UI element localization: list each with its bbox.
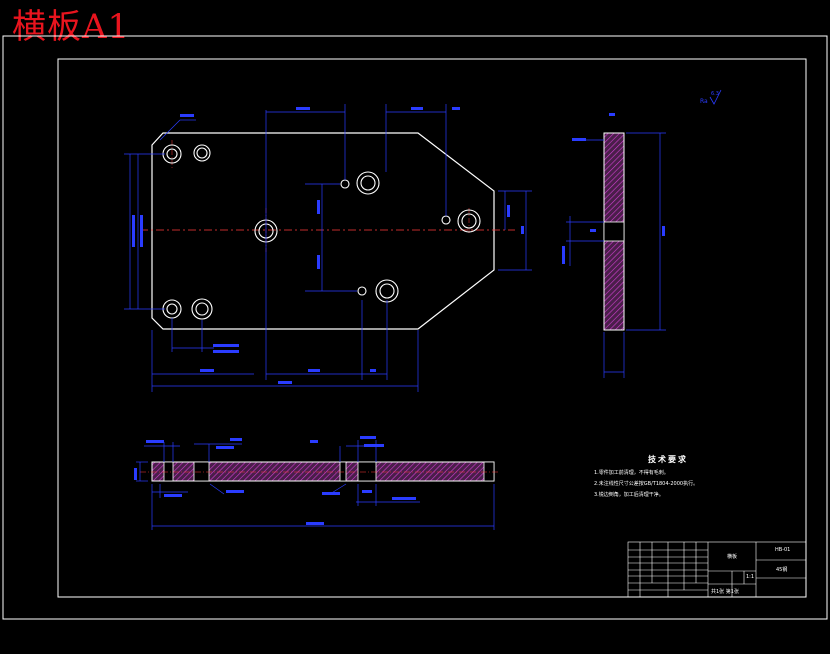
hole bbox=[461, 213, 477, 229]
stamp-title: 横板A1 bbox=[12, 7, 131, 47]
title-block-scale: 1:1 bbox=[746, 574, 755, 580]
technical-requirements-title: 技术要求 bbox=[648, 455, 688, 464]
side-view bbox=[562, 113, 666, 378]
title-block bbox=[627, 541, 807, 598]
roughness-symbol-icon: Ra 6.3 bbox=[700, 89, 722, 105]
technical-note: 1.零件加工前清理，不得有毛刺。 bbox=[594, 470, 669, 476]
inner-frame bbox=[57, 58, 807, 598]
front-view-dimensions bbox=[124, 104, 532, 392]
bottom-section-view bbox=[134, 436, 500, 530]
hole bbox=[360, 175, 376, 191]
technical-requirements-notes: 1.零件加工前清理，不得有毛刺。 2.未注线性尺寸公差按GB/T1804-200… bbox=[594, 468, 698, 501]
title-block-part-name: 横板 bbox=[727, 554, 738, 560]
hole bbox=[457, 209, 481, 233]
technical-note: 2.未注线性尺寸公差按GB/T1804-2000执行。 bbox=[594, 481, 699, 487]
hole bbox=[340, 179, 350, 189]
hole bbox=[356, 171, 380, 195]
svg-text:Ra: Ra bbox=[700, 98, 708, 105]
centerlines-vertical bbox=[171, 140, 470, 252]
svg-text:6.3: 6.3 bbox=[711, 91, 719, 97]
front-view bbox=[124, 104, 532, 392]
technical-note: 3.锐边倒角，加工后清理干净。 bbox=[594, 492, 664, 498]
hole bbox=[379, 283, 395, 299]
hole bbox=[195, 302, 209, 316]
hole bbox=[603, 221, 625, 242]
plate-outline bbox=[151, 132, 495, 330]
hole bbox=[375, 279, 399, 303]
hole bbox=[357, 286, 367, 296]
holes bbox=[162, 144, 481, 320]
hole bbox=[162, 299, 182, 319]
title-block-drawing-no: HB-01 bbox=[775, 547, 791, 553]
hole bbox=[166, 148, 178, 160]
hole bbox=[166, 303, 178, 315]
hole bbox=[193, 144, 211, 162]
title-block-material: 45钢 bbox=[776, 567, 788, 573]
hole bbox=[441, 215, 451, 225]
title-block-sheet-label: 共1张 第1张 bbox=[711, 589, 739, 595]
outer-frame bbox=[2, 35, 828, 620]
hole bbox=[196, 147, 208, 159]
hole bbox=[191, 298, 213, 320]
dimension-text bbox=[132, 107, 524, 384]
